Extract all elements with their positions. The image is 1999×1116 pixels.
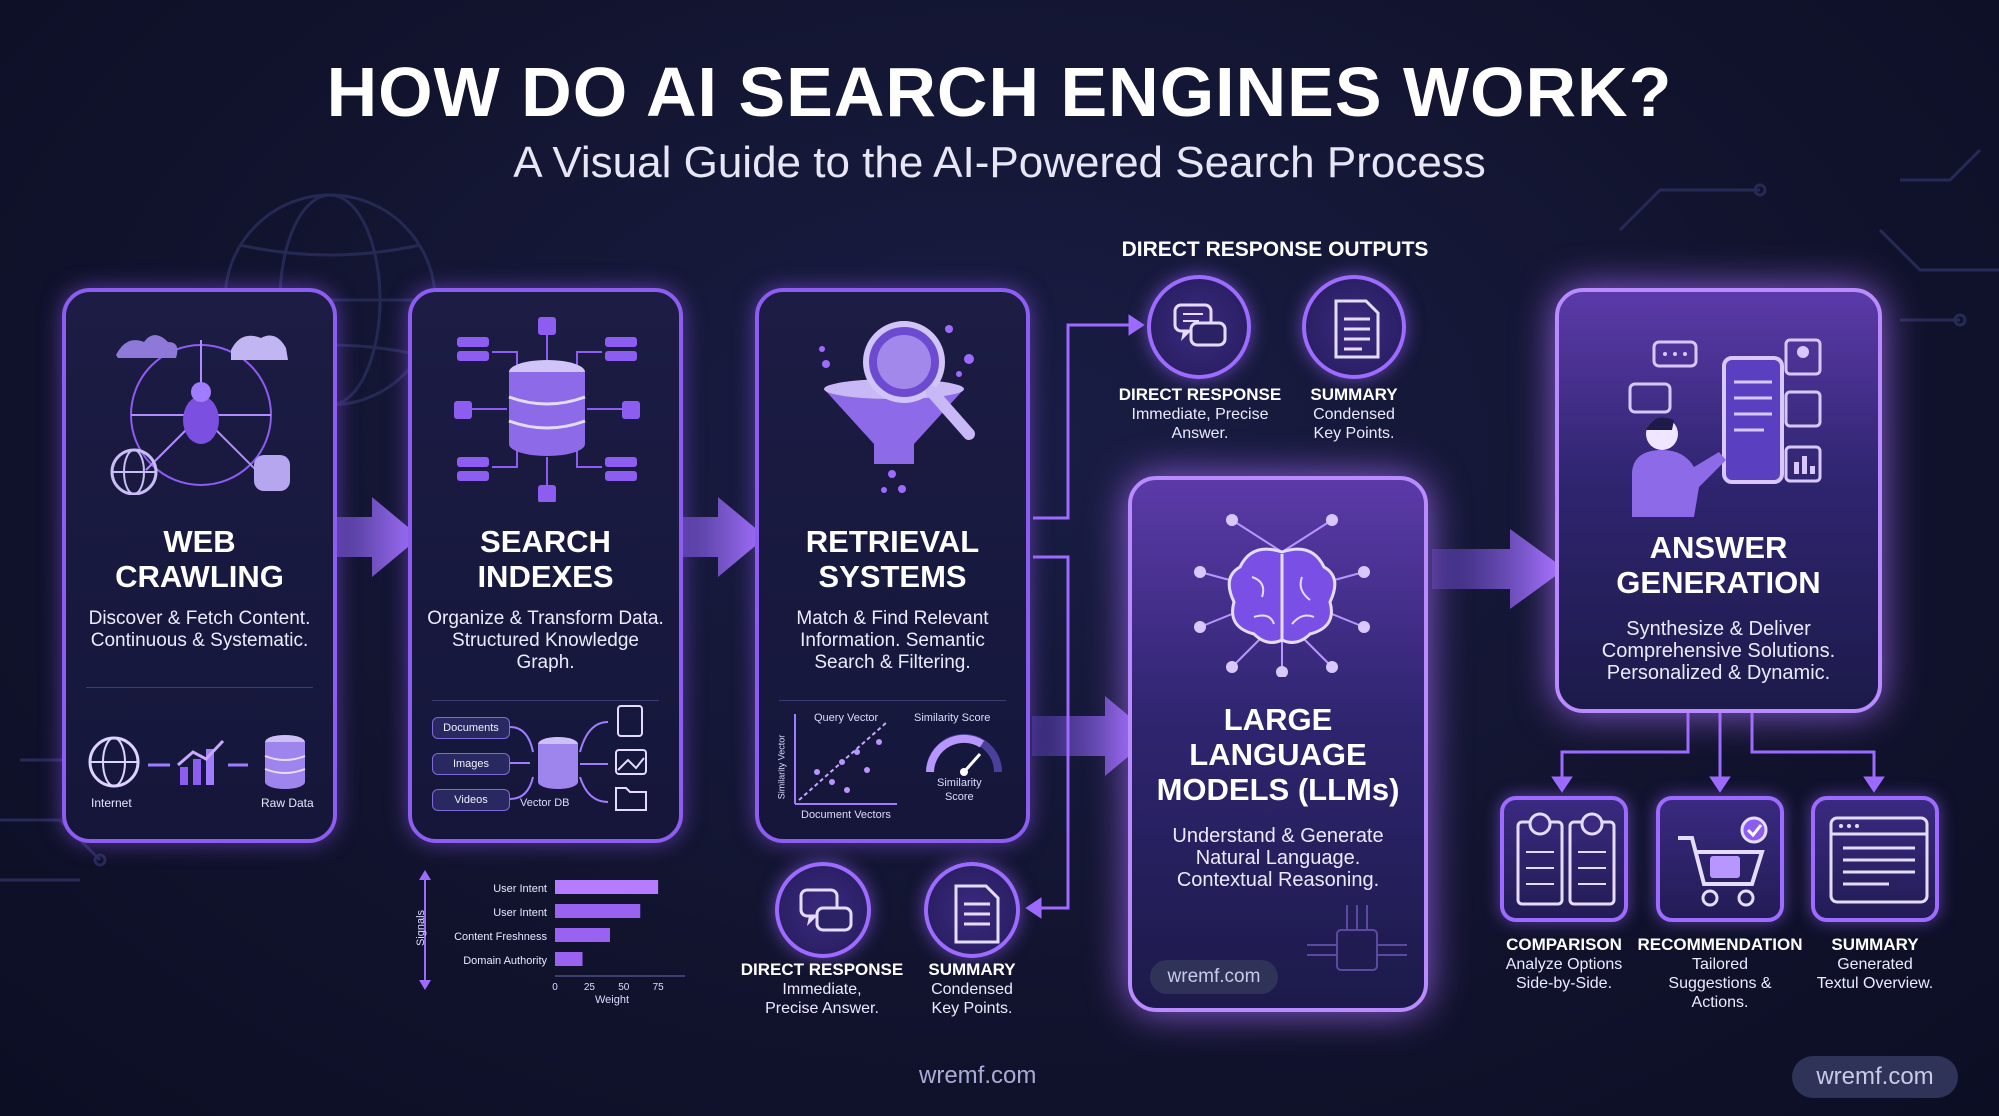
- database-network-icon: [454, 317, 640, 502]
- similarity-score-label: Similarity Score: [914, 712, 991, 724]
- globe-icon: [88, 736, 140, 788]
- images-pill: Images: [432, 753, 510, 775]
- arrow-retrieval-to-llm: [1032, 696, 1153, 776]
- signals-tick-label: 0: [552, 982, 558, 993]
- direct-response-title-bottom: DIRECT RESPONSE: [740, 960, 904, 979]
- page-title: HOW DO AI SEARCH ENGINES WORK?: [326, 53, 1673, 131]
- page-subtitle: A Visual Guide to the AI-Powered Search …: [513, 138, 1486, 187]
- vector-db-flow-icon: [509, 705, 647, 811]
- brain-network-icon: [1194, 514, 1370, 677]
- similarity-vector-label: Similarity Vector: [776, 734, 787, 800]
- summary-result-icon-box: [1811, 796, 1939, 922]
- signals-row-label: Content Freshness: [454, 931, 547, 943]
- llm-watermark: wremf.com: [1150, 960, 1278, 994]
- vector-db-label: Vector DB: [520, 797, 570, 809]
- signals-bar: [555, 880, 659, 894]
- document-list-icon: [1334, 299, 1380, 359]
- web-crawling-desc: Discover & Fetch Content.Continuous & Sy…: [88, 608, 311, 651]
- divider: [86, 687, 313, 688]
- chat-bubbles-icon: [799, 888, 853, 932]
- summary-icon: [1302, 275, 1406, 379]
- divider: [779, 700, 1006, 701]
- watermark-corner: wremf.com: [1792, 1056, 1958, 1098]
- document-vectors-label: Document Vectors: [801, 809, 891, 821]
- connector-to-top-outputs: [1033, 323, 1130, 520]
- recommendation-icon-box: [1656, 796, 1784, 922]
- query-vector-label: Query Vector: [814, 712, 879, 724]
- chip-icon: [1307, 905, 1407, 971]
- signals-axis-arrow: [419, 870, 431, 990]
- shopping-cart-icon: [1678, 816, 1768, 907]
- document-list-icon: [954, 884, 1000, 944]
- funnel-magnifier-icon: [819, 321, 975, 493]
- summary-title: SUMMARY: [1310, 385, 1398, 404]
- internet-label: Internet: [91, 796, 132, 810]
- trend-chart-icon: [148, 739, 248, 785]
- signals-tick-label: 25: [584, 982, 596, 993]
- signals-bar: [555, 904, 641, 918]
- arrow-llm-to-answer: [1432, 529, 1565, 609]
- connector-to-bottom-outputs: [1033, 555, 1070, 910]
- comparison-icon-box: [1500, 796, 1628, 922]
- signals-bar: [555, 952, 583, 966]
- direct-response-icon-bottom: [775, 862, 871, 958]
- outputs-heading: DIRECT RESPONSE OUTPUTS: [1121, 238, 1429, 261]
- direct-response-title: DIRECT RESPONSE: [1118, 385, 1282, 404]
- signals-tick-label: 75: [653, 982, 665, 993]
- search-indexes-desc: Organize & Transform Data.Structured Kno…: [427, 608, 664, 673]
- summary-title-bottom: SUMMARY: [928, 960, 1016, 979]
- direct-response-desc-bottom: Immediate,Precise Answer.: [765, 981, 879, 1017]
- recommendation-title: RECOMMENDATION: [1637, 935, 1803, 954]
- raw-data-label: Raw Data: [261, 796, 314, 810]
- summary-icon-bottom: [924, 862, 1020, 958]
- documents-pill: Documents: [432, 717, 510, 739]
- signals-row-label: User Intent: [493, 907, 547, 919]
- user-dashboard-icon: [1628, 338, 1822, 517]
- text-window-icon: [1829, 816, 1929, 904]
- signals-bar: [555, 928, 610, 942]
- watermark-center: wremf.com: [919, 1062, 1037, 1089]
- comparison-checklist-icon: [1516, 812, 1616, 906]
- spider-network-icon: [110, 335, 290, 495]
- signals-row-label: User Intent: [493, 883, 547, 895]
- signals-xlabel: Weight: [595, 994, 630, 1006]
- divider: [432, 700, 659, 701]
- chat-bubbles-icon: [1173, 303, 1227, 347]
- vector-scatter-icon: [794, 714, 897, 805]
- signals-tick-label: 50: [618, 982, 630, 993]
- comparison-title: COMPARISON: [1506, 935, 1622, 954]
- database-icon: [264, 735, 306, 789]
- summary-result-title: SUMMARY: [1831, 935, 1919, 954]
- gauge-icon: [926, 734, 1002, 776]
- videos-pill: Videos: [432, 789, 510, 811]
- direct-response-icon: [1147, 275, 1251, 379]
- signals-row-label: Domain Authority: [463, 955, 547, 967]
